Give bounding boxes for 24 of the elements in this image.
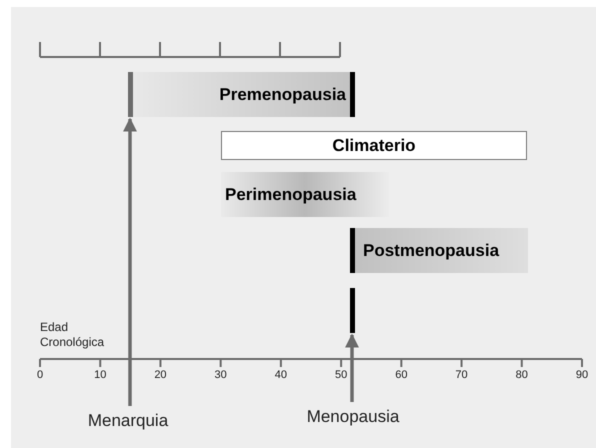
event-label: Menopausia (306, 408, 400, 424)
tick-label: 20 (154, 370, 167, 381)
bar-label: Perimenopausia (225, 186, 356, 203)
bar-label: Climaterio (332, 137, 416, 154)
gradient-bar (350, 228, 528, 273)
bar-label: Premenopausia (219, 86, 346, 103)
gradient-bar (221, 172, 389, 217)
tick-label: 0 (36, 370, 44, 381)
outlined-bar (221, 131, 527, 160)
axis-title: Edad Cronológica (40, 320, 106, 350)
arrow (345, 334, 359, 402)
tick-label: 60 (395, 370, 408, 381)
tick-label: 10 (94, 370, 106, 381)
tick-label: 40 (274, 370, 287, 381)
tick-label: 80 (516, 370, 528, 381)
tick-label: 30 (214, 370, 227, 381)
event-label: Menarquia (88, 412, 168, 428)
tick-label: 90 (576, 370, 588, 381)
tick-label: 50 (334, 370, 348, 381)
tick-label: 70 (455, 370, 468, 381)
arrow (123, 118, 137, 406)
bar-label: Postmenopausia (363, 242, 500, 259)
gradient-bar (128, 72, 355, 117)
marker-bar (350, 288, 355, 333)
